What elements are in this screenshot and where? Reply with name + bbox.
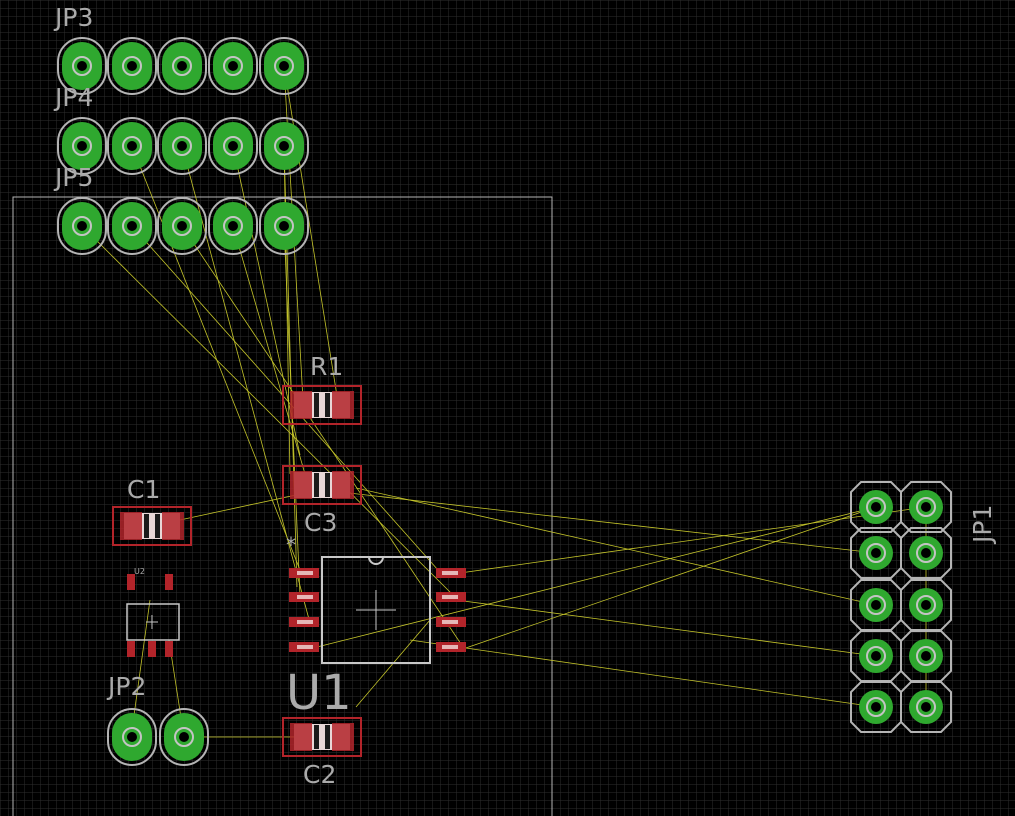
- u1-part: [289, 556, 466, 664]
- airwire-11: [131, 145, 301, 571]
- jp4-pad-4: [208, 117, 258, 175]
- label-u2: U2: [134, 567, 145, 576]
- jp1-pad-9: [850, 681, 902, 733]
- airwire-1: [283, 65, 338, 397]
- smd-group: [112, 385, 466, 757]
- airwire-14: [339, 491, 877, 554]
- jp3-pad-3: [157, 37, 207, 95]
- r1-part: [282, 385, 362, 425]
- airwire-4: [232, 225, 306, 475]
- jp5-pad-5: [259, 197, 309, 255]
- jp1-pad-1: [850, 481, 902, 533]
- airwire-7: [81, 225, 453, 595]
- jp1-pad-10: [900, 681, 952, 733]
- label-u1: U1: [286, 665, 352, 721]
- airwire-17: [455, 599, 877, 657]
- label-jp3: JP3: [55, 3, 94, 32]
- c1-part: [112, 506, 192, 546]
- jp5-pad-2: [107, 197, 157, 255]
- u2-part: [126, 574, 180, 657]
- airwire-19: [459, 506, 877, 651]
- jp3-pad-1: [57, 37, 107, 95]
- jp5-pad-1: [57, 197, 107, 255]
- jp1-pad-6: [900, 579, 952, 631]
- airwire-10: [232, 145, 301, 456]
- jp5-pad-4: [208, 197, 258, 255]
- jp1-pad-3: [850, 527, 902, 579]
- pin1-marker: *: [286, 533, 296, 557]
- header-group: [57, 37, 952, 766]
- airwire-20: [304, 506, 877, 651]
- jp4-pad-3: [157, 117, 207, 175]
- airwire-16: [409, 639, 877, 708]
- airwire-6: [131, 225, 439, 571]
- jp4-pad-2: [107, 117, 157, 175]
- jp1-pad-2: [900, 481, 952, 533]
- label-jp1: JP1: [968, 504, 997, 543]
- label-jp4: JP4: [55, 83, 94, 112]
- airwire-18: [445, 506, 927, 576]
- jp2-pad-1: [107, 708, 157, 766]
- c2-part: [282, 717, 362, 757]
- jp3-pad-5: [259, 37, 309, 95]
- jp4-pad-5: [259, 117, 309, 175]
- airwire-15: [355, 487, 877, 606]
- jp1-pad-4: [900, 527, 952, 579]
- label-c1: C1: [127, 475, 161, 504]
- label-r1: R1: [310, 352, 344, 381]
- label-c2: C2: [303, 760, 337, 789]
- airwire-9: [283, 145, 291, 475]
- c3-part: [282, 465, 362, 505]
- airwire-5: [181, 225, 464, 648]
- jp5-pad-3: [157, 197, 207, 255]
- jp3-pad-2: [107, 37, 157, 95]
- jp3-pad-4: [208, 37, 258, 95]
- label-c3: C3: [304, 508, 338, 537]
- airwire-12: [181, 145, 311, 624]
- jp4-pad-1: [57, 117, 107, 175]
- label-jp5: JP5: [55, 163, 94, 192]
- jp2-pad-2: [159, 708, 209, 766]
- board-outline: [12, 196, 553, 816]
- label-jp2: JP2: [108, 672, 147, 701]
